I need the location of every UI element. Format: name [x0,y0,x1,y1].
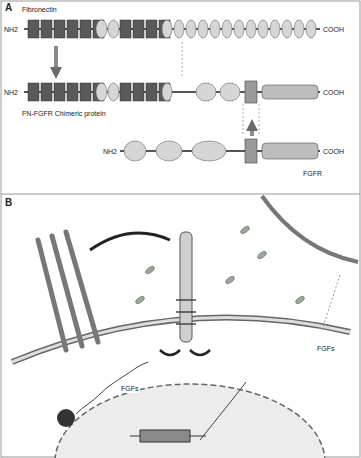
mrna [76,362,148,414]
annotation: COOH [322,147,345,156]
annotation: NH2 [102,147,118,156]
receptor-dimer [180,232,192,342]
nucleus [55,384,325,458]
fibronectin-domains [24,20,320,38]
protein-bar: Fibronectin [22,6,322,44]
annotation: FGFs [316,344,336,353]
annotation: NH2 [3,25,19,34]
neighbour-cell [262,196,358,262]
guide-line [259,104,260,136]
receptor [38,240,66,350]
ribosome [57,409,75,427]
block-arrow [250,125,254,136]
receptor [52,236,82,346]
fgf-molecule [294,295,305,305]
protein-name: Fibronectin [22,6,57,14]
protein-name: FN-FGFR Chimeric protein [22,110,106,118]
adaptor [190,350,210,355]
fgfr-domains [120,139,320,163]
fgf-molecule [256,250,267,260]
fgf-molecule [224,275,235,285]
annotation: NH2 [3,88,19,97]
chimeric-domains [24,81,320,103]
transcript [200,382,246,440]
gene-box [140,430,190,442]
adaptor [160,350,180,355]
secretion-path [322,275,340,330]
panel-divider [1,194,360,195]
protein-bar: FN-FGFR Chimeric protein [22,80,322,118]
dna [130,436,206,437]
annotation: COOH [322,88,345,97]
panel-letter: B [4,197,13,209]
annotation: COOH [322,25,345,34]
fgf-molecule [134,295,145,305]
receptor-band [176,323,196,325]
fgf-molecule [144,265,155,275]
guide-line [182,42,183,78]
protein-bar: FGFR [112,138,322,178]
receptor-band [176,311,196,313]
annotation: FGFs [120,384,140,393]
panel-letter: A [4,2,13,14]
receptor-band [176,299,196,301]
protein-name: FGFR [303,170,322,178]
block-arrow [54,46,58,73]
ligand-arc [90,233,170,250]
fgf-molecule [239,225,250,235]
guide-line [243,104,244,136]
